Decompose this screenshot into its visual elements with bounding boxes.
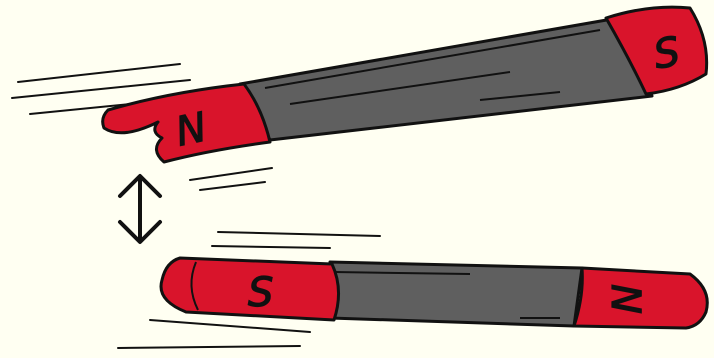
top-magnet-body	[240, 18, 652, 140]
double-headed-arrow-icon	[120, 176, 160, 242]
bottom-magnet-left-pole-label: S	[248, 270, 273, 316]
bottom-magnet-right-pole-label: N	[602, 284, 648, 314]
